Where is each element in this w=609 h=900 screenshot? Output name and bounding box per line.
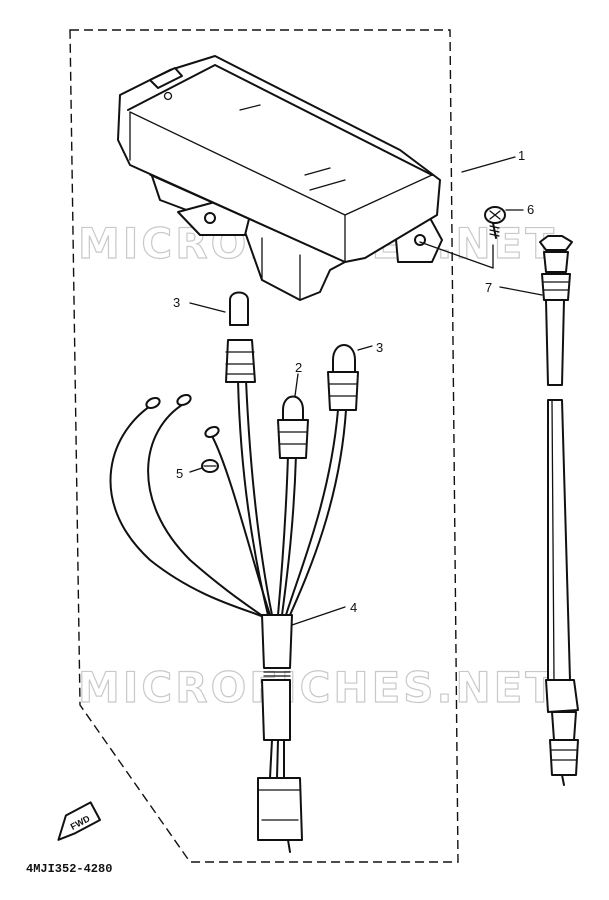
callout-6: 6 — [527, 202, 534, 217]
callout-5: 5 — [176, 466, 183, 481]
socket-left — [225, 339, 256, 383]
nut — [201, 459, 219, 473]
speedometer-cable — [539, 235, 579, 786]
callout-4: 4 — [350, 600, 357, 615]
bulb-2 — [277, 395, 309, 459]
callout-7: 7 — [485, 280, 492, 295]
callout-3b: 3 — [376, 340, 383, 355]
fwd-arrow-icon — [57, 801, 102, 841]
meter-unit — [117, 55, 443, 301]
callout-2: 2 — [295, 360, 302, 375]
part-code: 4MJI352-4280 — [26, 862, 112, 876]
bulb-cap-3a — [229, 291, 249, 326]
screw — [484, 206, 506, 239]
screw-leader — [419, 241, 494, 269]
watermark-bottom: MICROFICHES.NET — [78, 663, 557, 712]
wire-harness — [109, 379, 347, 853]
bulb-3b — [327, 344, 359, 411]
assembly-boundary — [69, 29, 459, 863]
callout-1: 1 — [518, 148, 525, 163]
callout-3a: 3 — [173, 295, 180, 310]
